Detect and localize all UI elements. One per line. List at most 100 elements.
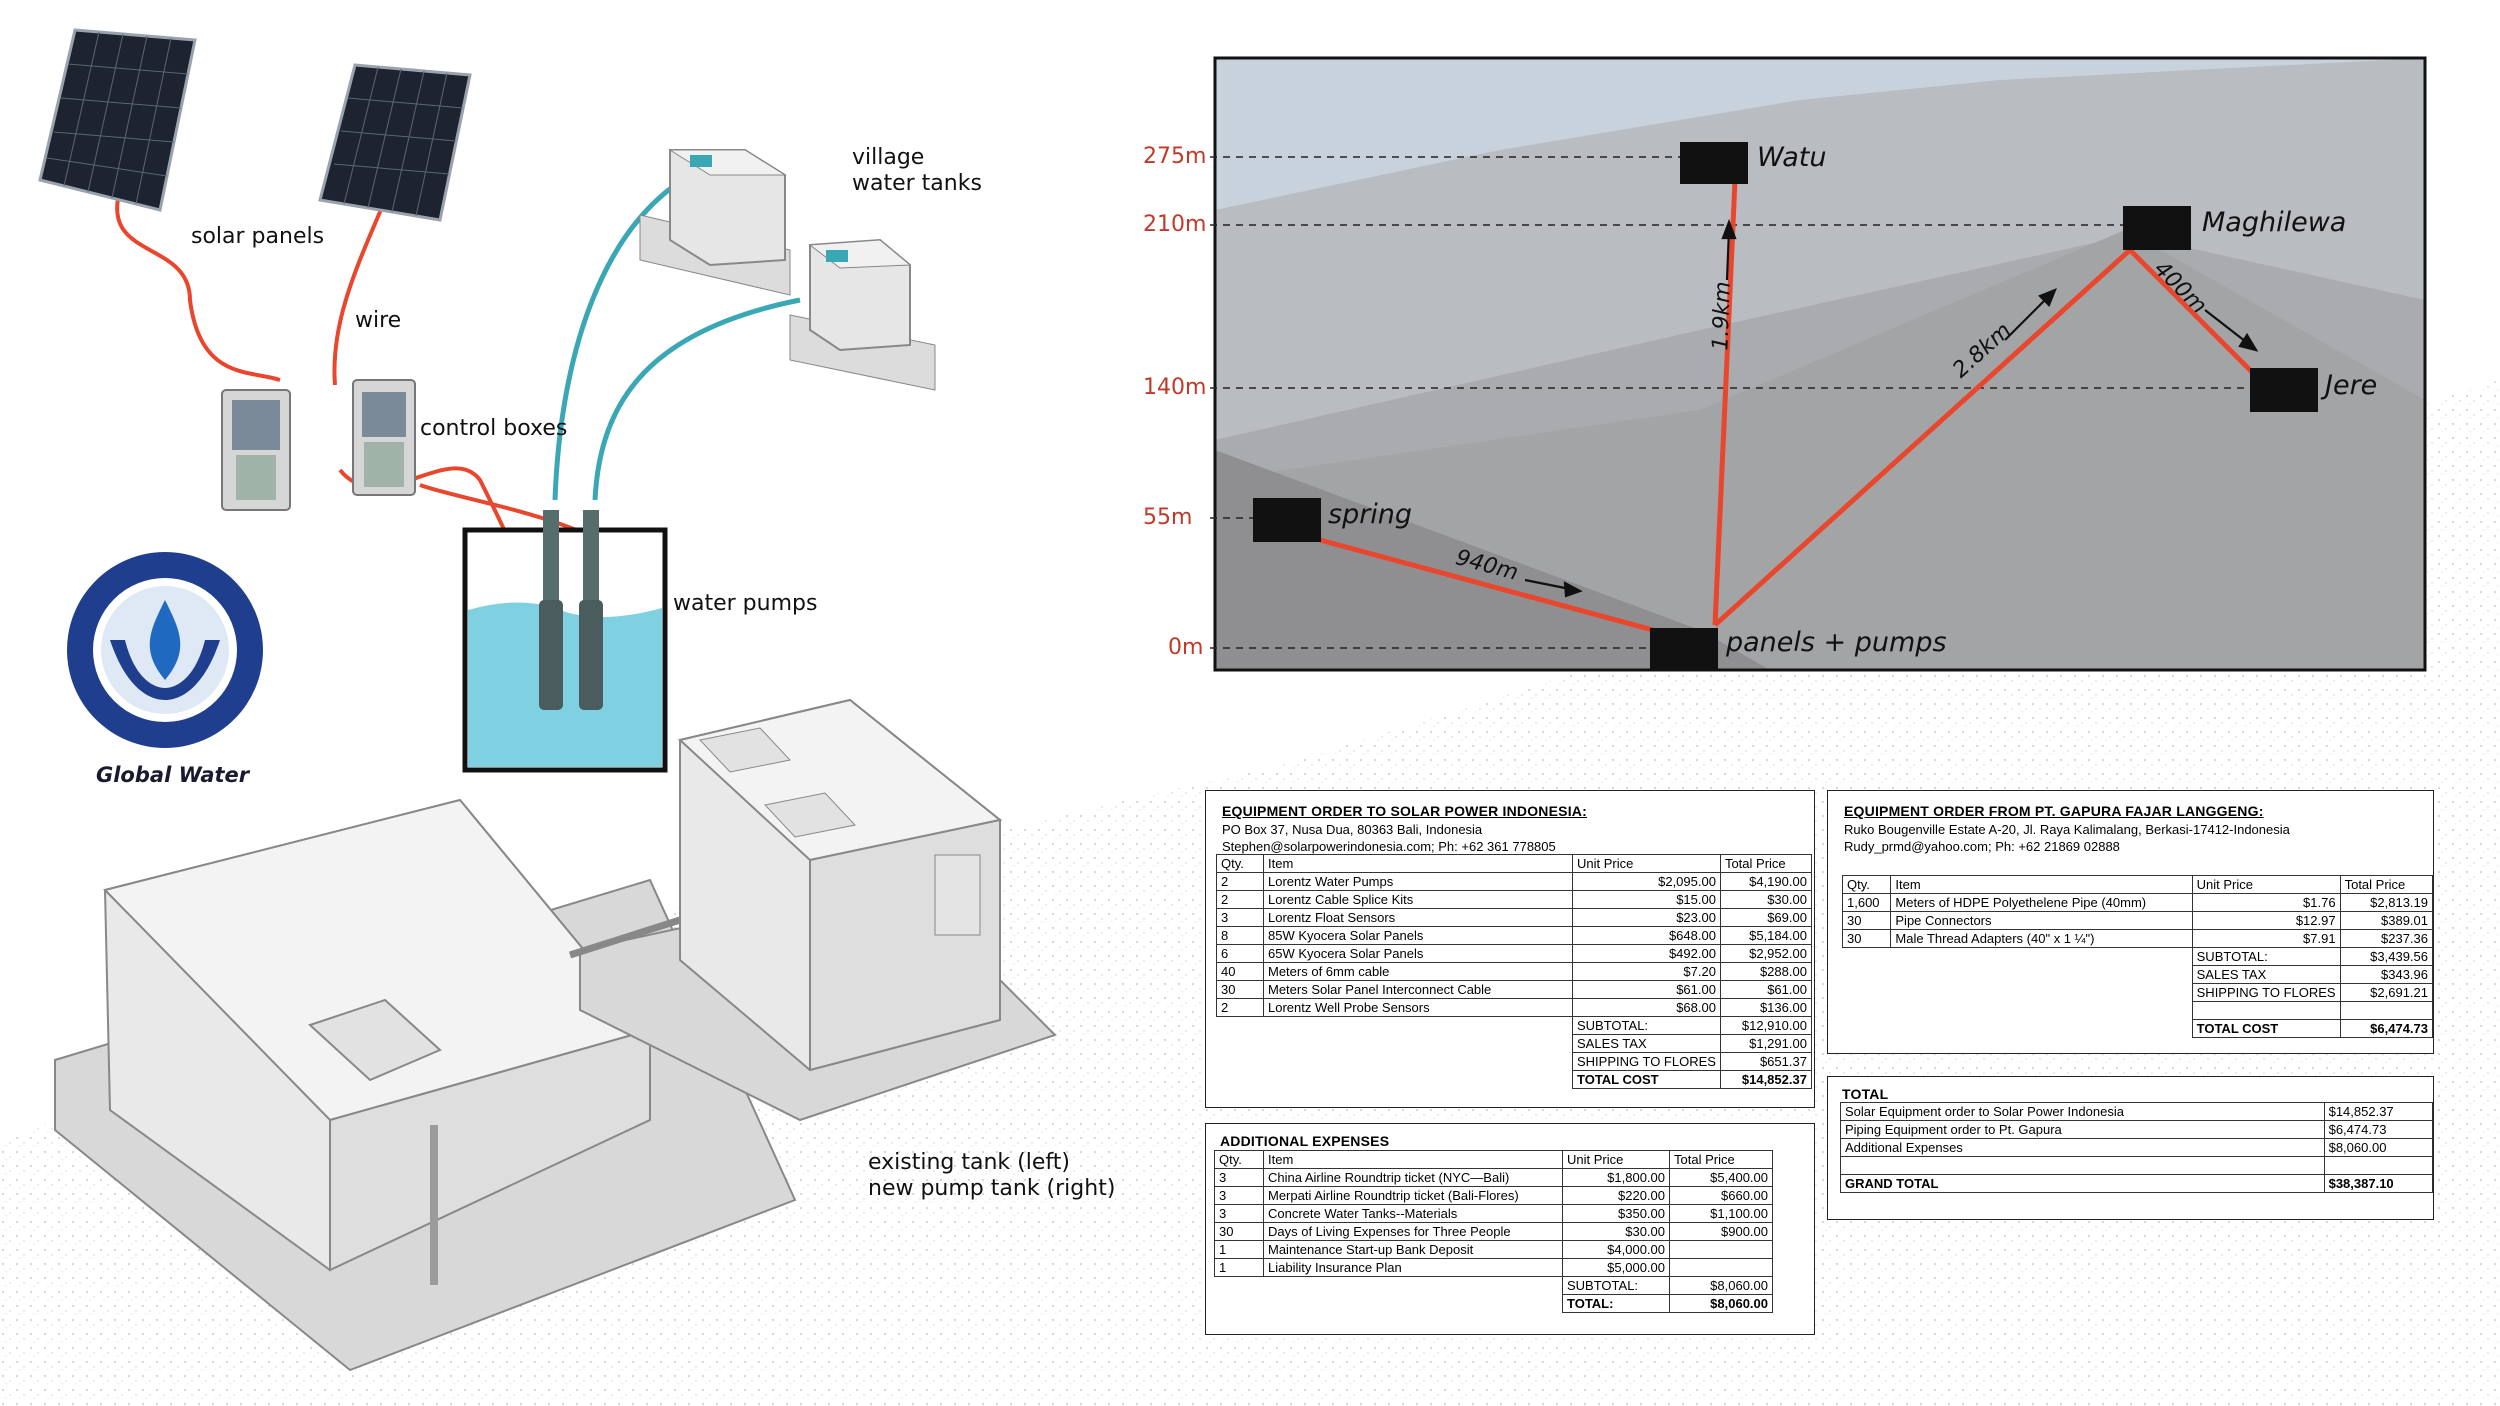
table-cell: 3	[1214, 1168, 1264, 1187]
site-jere-marker	[2250, 368, 2318, 412]
village-tank-1	[639, 149, 791, 296]
table-cell: $6,474.73	[2339, 1019, 2434, 1038]
site-watu-label: Watu	[1757, 142, 1827, 173]
table-cell	[2323, 1156, 2434, 1175]
table-cell: SUBTOTAL:	[1572, 1016, 1721, 1035]
table-cell: 30	[1841, 929, 1892, 948]
table-cell	[1843, 1002, 1891, 1020]
subtotal-row: SUBTOTAL:$8,060.00	[1215, 1276, 1773, 1295]
table-cell: $5,184.00	[1719, 926, 1812, 945]
water-pump-well	[462, 510, 668, 773]
total-row: TOTAL:$8,060.00	[1215, 1294, 1773, 1313]
table-cell	[1215, 1295, 1264, 1313]
order-gapura-contact: Rudy_prmd@yahoo.com; Ph: +62 21869 02888	[1844, 839, 2120, 854]
table-cell	[1843, 984, 1891, 1002]
table-cell: $900.00	[1669, 1222, 1773, 1241]
table-cell: Qty.	[1214, 1150, 1264, 1169]
table-cell: $1.76	[2191, 893, 2341, 912]
label-village-tanks-2: water tanks	[852, 171, 982, 196]
table-cell: 8	[1216, 926, 1264, 945]
table-cell: $7.91	[2191, 929, 2341, 948]
table-cell: 2	[1216, 872, 1264, 891]
table-cell: 40	[1216, 962, 1264, 981]
table-cell	[1217, 1035, 1264, 1053]
table-cell: $6,474.73	[2323, 1120, 2434, 1139]
order-gapura-box: EQUIPMENT ORDER FROM PT. GAPURA FAJAR LA…	[1827, 790, 2434, 1054]
table-cell: SHIPPING TO FLORES	[2191, 983, 2341, 1002]
table-cell: Item	[1263, 854, 1573, 873]
table-cell: Unit Price	[2191, 875, 2341, 894]
table-row: Solar Equipment order to Solar Power Ind…	[1840, 1102, 2434, 1121]
table-header: Qty. Item Unit Price Total Price	[1214, 1150, 1773, 1169]
table-cell: $2,095.00	[1572, 872, 1721, 891]
table-cell: Piping Equipment order to Pt. Gapura	[1840, 1120, 2325, 1139]
table-cell: Lorentz Water Pumps	[1263, 872, 1573, 891]
table-cell: Maintenance Start-up Bank Deposit	[1263, 1240, 1563, 1259]
village-tank-2	[789, 238, 936, 391]
table-cell: Lorentz Float Sensors	[1263, 908, 1573, 927]
table-cell: 2	[1216, 890, 1264, 909]
shipping-row: SHIPPING TO FLORES$651.37	[1217, 1052, 1812, 1071]
table-cell: 85W Kyocera Solar Panels	[1263, 926, 1573, 945]
table-cell	[1217, 1053, 1264, 1071]
table-cell: $14,852.37	[2323, 1102, 2434, 1121]
table-cell: $651.37	[1719, 1052, 1812, 1071]
table-cell	[1840, 1156, 2325, 1175]
table-cell: $8,060.00	[1669, 1294, 1773, 1313]
table-cell: SHIPPING TO FLORES	[1572, 1052, 1721, 1071]
table-cell: Total Price	[2339, 875, 2434, 894]
label-village-tanks-1: village	[852, 145, 925, 170]
table-cell: $61.00	[1572, 980, 1721, 999]
table-cell: $12,910.00	[1719, 1016, 1812, 1035]
table-cell: 3	[1214, 1186, 1264, 1205]
level-140: 140m	[1143, 375, 1207, 400]
table-cell: $343.96	[2339, 965, 2434, 984]
table-cell: Liability Insurance Plan	[1263, 1258, 1563, 1277]
table-cell: Lorentz Well Probe Sensors	[1263, 998, 1573, 1017]
tax-row: SALES TAX$343.96	[1843, 965, 2434, 984]
spacer-row	[1843, 1001, 2434, 1020]
tank-caption-line1: existing tank (left)	[868, 1150, 1070, 1175]
table-cell	[1669, 1240, 1773, 1259]
control-box-1	[221, 389, 291, 511]
order-solar-contact: Stephen@solarpowerindonesia.com; Ph: +62…	[1222, 839, 1556, 854]
table-cell: Meters Solar Panel Interconnect Cable	[1263, 980, 1573, 999]
table-cell: $69.00	[1719, 908, 1812, 927]
order-solar-title: EQUIPMENT ORDER TO SOLAR POWER INDONESIA…	[1222, 803, 1587, 819]
table-cell: SUBTOTAL:	[1562, 1276, 1670, 1295]
table-cell	[1891, 1020, 2192, 1038]
table-cell	[1264, 1295, 1563, 1313]
table-cell	[1843, 948, 1891, 966]
site-spring-label: spring	[1328, 499, 1413, 530]
summary-box: TOTAL Solar Equipment order to Solar Pow…	[1827, 1076, 2434, 1220]
table-cell	[1264, 1277, 1563, 1295]
table-cell: $237.36	[2339, 929, 2434, 948]
system-illustration	[38, 28, 1057, 1372]
table-cell: China Airline Roundtrip ticket (NYC—Bali…	[1263, 1168, 1563, 1187]
shipping-row: SHIPPING TO FLORES$2,691.21	[1843, 983, 2434, 1002]
additional-title: ADDITIONAL EXPENSES	[1220, 1133, 1390, 1149]
table-cell: $30.00	[1562, 1222, 1670, 1241]
table-cell: 2	[1216, 998, 1264, 1017]
label-solar-panels: solar panels	[191, 224, 325, 249]
control-box-2	[352, 379, 416, 496]
table-cell: $648.00	[1572, 926, 1721, 945]
new-pump-tank	[568, 698, 1057, 1122]
table-cell	[1217, 1071, 1264, 1089]
site-panels-marker	[1650, 628, 1718, 670]
table-cell: Unit Price	[1562, 1150, 1670, 1169]
table-cell	[1891, 1002, 2192, 1020]
subtotal-row: SUBTOTAL:$12,910.00	[1217, 1016, 1812, 1035]
order-gapura-address: Ruko Bougenville Estate A-20, Jl. Raya K…	[1844, 822, 2290, 837]
